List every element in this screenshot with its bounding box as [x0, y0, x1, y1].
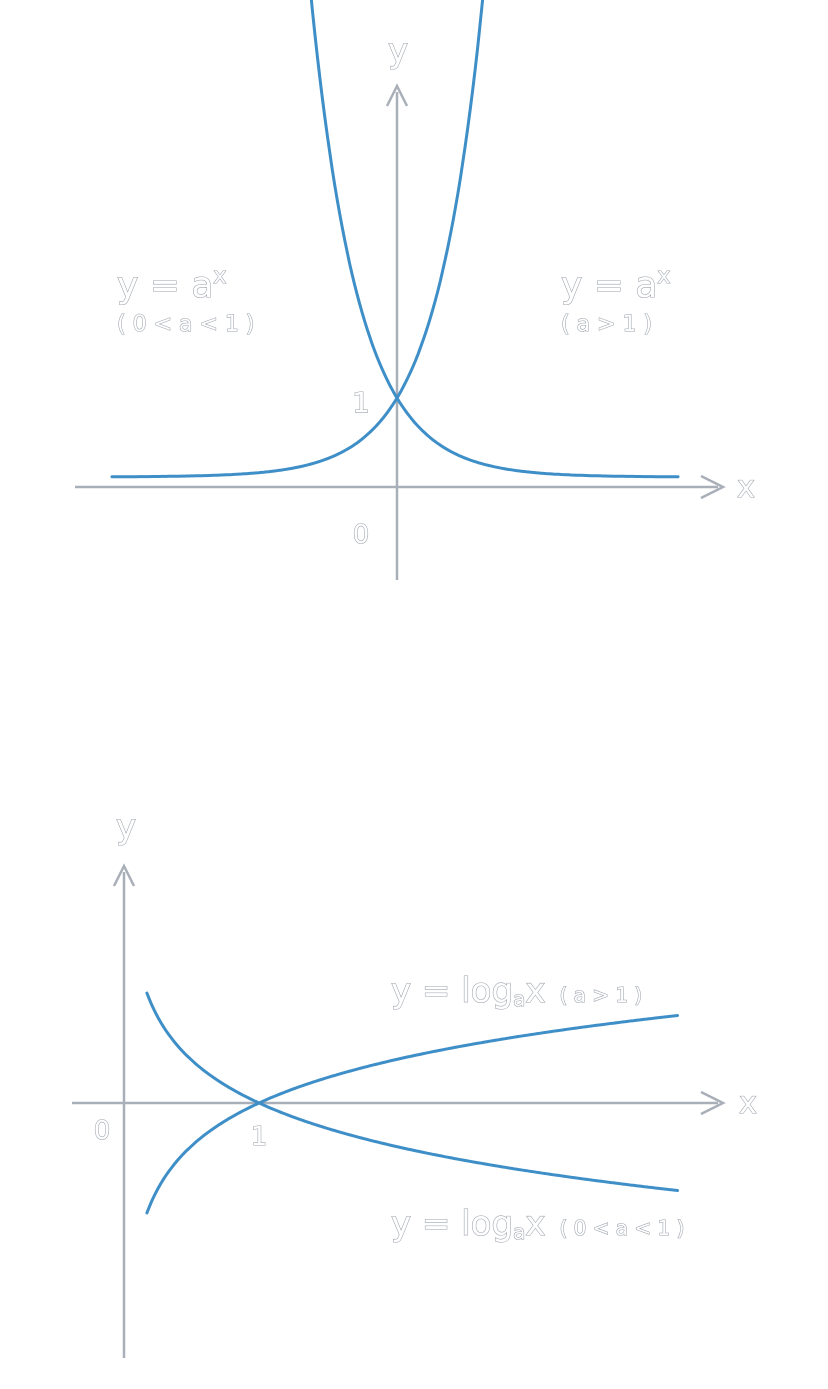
- origin-label: 0: [353, 520, 370, 550]
- curve-exp-0-lt-a-lt-1: [309, 0, 680, 479]
- condition-text: ( a > 1 ): [559, 983, 642, 1007]
- y-intercept-label: 1: [352, 386, 370, 419]
- y-axis-arrowhead: [385, 83, 409, 107]
- condition-text: ( 0 < a < 1 ): [559, 1216, 684, 1240]
- x-axis-label: x: [739, 1086, 757, 1121]
- y-axis-arrowhead: [112, 863, 136, 887]
- equation-text: y = a: [117, 265, 213, 306]
- condition-text: ( 0 < a < 1 ): [117, 312, 254, 337]
- equation-text: y = log: [391, 971, 513, 1011]
- exponent-x: x: [213, 264, 226, 289]
- curve-exp-a-gt-1: [110, 0, 485, 479]
- base-subscript: a: [513, 1220, 525, 1244]
- x-intercept-label: 1: [251, 1122, 268, 1152]
- y-axis-label: y: [388, 31, 408, 71]
- exponent-x: x: [657, 264, 670, 289]
- x-axis-label: x: [737, 470, 755, 505]
- label-exp-0-lt-a-lt-1: y = ax ( 0 < a < 1 ): [116, 263, 255, 337]
- exponential-graph: y x 0 1 y = ax ( 0 < a < 1 ) y = ax ( a …: [75, 0, 755, 580]
- label-log-a-gt-1: y = logax ( a > 1 ): [391, 971, 642, 1011]
- equation-argument: x: [525, 1204, 545, 1244]
- x-axis-arrowhead: [700, 1090, 726, 1116]
- equation-argument: x: [525, 971, 545, 1011]
- condition-text: ( a > 1 ): [561, 312, 652, 337]
- curve-log-a-gt-1: [145, 1014, 679, 1215]
- svg-text:y = ax: y = ax: [561, 264, 670, 306]
- label-log-0-lt-a-lt-1: y = logax ( 0 < a < 1 ): [391, 1204, 684, 1244]
- x-axis-arrowhead: [700, 474, 726, 500]
- y-axis-label: y: [116, 807, 136, 847]
- curve-log-0-lt-a-lt-1: [145, 991, 679, 1192]
- logarithm-graph: y x 0 1 y = logax( a > 1 ) y = logax( 0 …: [72, 806, 757, 1358]
- origin-label: 0: [94, 1116, 111, 1146]
- svg-text:y = ax: y = ax: [117, 264, 226, 306]
- label-exp-a-gt-1: y = ax ( a > 1 ): [560, 263, 671, 337]
- equation-text: y = a: [561, 265, 657, 306]
- equation-text: y = log: [391, 1204, 513, 1244]
- base-subscript: a: [513, 987, 525, 1011]
